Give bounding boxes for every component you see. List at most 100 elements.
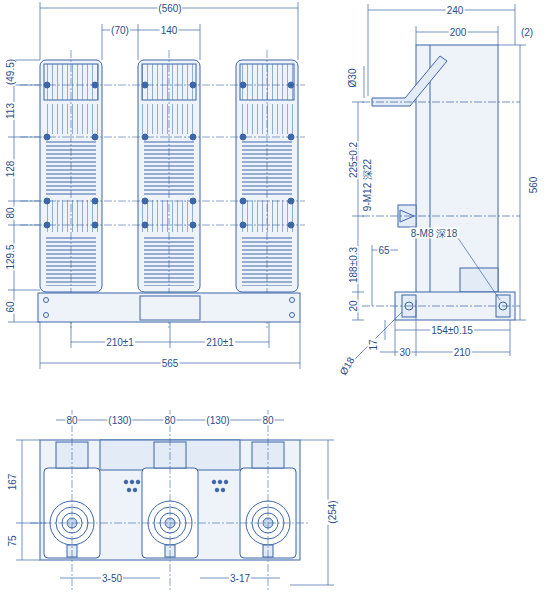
circle-stroke	[124, 480, 128, 484]
circle-stroke	[221, 488, 225, 492]
dimension-label: 225±0.2	[348, 141, 359, 179]
g-stroke	[362, 102, 520, 306]
dimension-label: 80	[65, 415, 78, 426]
line-stroke	[16, 440, 40, 441]
rect-stroke	[140, 296, 200, 320]
circle-stroke	[215, 488, 219, 492]
bottom-view	[30, 410, 310, 590]
line-stroke	[8, 225, 40, 226]
line-stroke	[169, 50, 170, 330]
line-stroke	[352, 216, 364, 217]
dimension-label: (49.5)	[5, 58, 16, 86]
dimension-label: 240	[446, 5, 465, 16]
dimension-label: (560)	[157, 3, 182, 14]
bottom-dimension-lines	[16, 420, 334, 585]
line-stroke	[170, 322, 171, 348]
line-stroke	[520, 45, 521, 320]
line-stroke	[22, 440, 23, 560]
dimension-label: 3-17	[229, 573, 251, 584]
dimension-label: 9-M12 深22	[362, 158, 373, 212]
line-stroke	[40, 2, 41, 60]
dimension-label: 154±0.15	[430, 325, 474, 336]
dimension-label: 3-50	[101, 573, 123, 584]
line-stroke	[416, 300, 417, 356]
dimension-label: 200	[449, 27, 468, 38]
rect-stroke	[395, 292, 515, 320]
line-stroke	[352, 320, 364, 321]
dimension-label: 17	[368, 338, 379, 351]
dimension-label: 80	[163, 415, 176, 426]
line-stroke	[14, 60, 15, 322]
line-stroke	[358, 102, 359, 320]
circle-stroke	[218, 480, 222, 484]
line-stroke	[364, 66, 365, 98]
dimension-label: 560	[528, 176, 539, 195]
dimension-label: 128	[5, 160, 16, 179]
dimension-label: Ø30	[347, 68, 358, 89]
line-stroke	[362, 102, 520, 103]
line-stroke	[515, 320, 526, 321]
line-stroke	[368, 4, 369, 96]
circle-stroke	[44, 298, 49, 303]
line-stroke	[300, 322, 301, 369]
line-stroke	[510, 320, 511, 356]
line-stroke	[8, 290, 40, 291]
g-stroke	[352, 4, 526, 362]
circle-stroke	[127, 488, 131, 492]
line-stroke	[30, 523, 310, 524]
line-stroke	[40, 322, 41, 369]
circle-stroke	[130, 480, 134, 484]
line-stroke	[71, 322, 72, 348]
dimension-label: (70)	[110, 25, 130, 36]
dimension-label: 80	[261, 415, 274, 426]
line-stroke	[200, 24, 201, 60]
line-stroke	[72, 410, 73, 590]
line-stroke	[298, 2, 299, 60]
line-stroke	[352, 102, 364, 103]
polygon-stroke	[372, 56, 447, 106]
line-stroke	[430, 45, 431, 300]
line-stroke	[268, 410, 269, 590]
dimension-label: 140	[160, 25, 179, 36]
circle-stroke	[133, 488, 137, 492]
side-view	[352, 4, 526, 362]
dimension-label: (130)	[107, 415, 132, 426]
line-stroke	[20, 137, 305, 138]
line-stroke	[385, 320, 386, 340]
dimension-label: 60	[5, 300, 16, 313]
line-stroke	[269, 322, 270, 348]
line-stroke	[352, 312, 402, 362]
line-stroke	[170, 410, 171, 590]
dimension-label: (2)	[520, 27, 534, 38]
line-stroke	[300, 440, 334, 441]
front-view	[8, 2, 305, 369]
line-stroke	[515, 4, 516, 45]
line-stroke	[368, 10, 515, 11]
dimension-label: Ø18	[337, 354, 357, 378]
line-stroke	[20, 85, 305, 86]
rect-stroke	[38, 293, 300, 322]
dimension-label: 75	[7, 534, 18, 547]
line-stroke	[362, 216, 520, 217]
line-stroke	[102, 24, 103, 60]
dimension-label: 210±1	[205, 337, 235, 348]
dimension-label: 565	[161, 358, 180, 369]
circle-stroke	[224, 480, 228, 484]
line-stroke	[20, 201, 305, 202]
dimension-label: (130)	[205, 415, 230, 426]
line-stroke	[8, 201, 40, 202]
dimension-label: 188±0.3	[348, 246, 359, 284]
line-stroke	[498, 45, 526, 46]
line-stroke	[8, 322, 40, 323]
dimension-label: 210	[453, 347, 472, 358]
dimension-label: 210±1	[105, 337, 135, 348]
line-stroke	[71, 50, 72, 330]
line-stroke	[267, 50, 268, 330]
dimension-label: 20	[348, 299, 359, 312]
circle-stroke	[212, 480, 216, 484]
line-stroke	[362, 306, 520, 307]
line-stroke	[498, 26, 499, 45]
line-stroke	[8, 137, 40, 138]
dimension-label: (254)	[327, 499, 338, 524]
